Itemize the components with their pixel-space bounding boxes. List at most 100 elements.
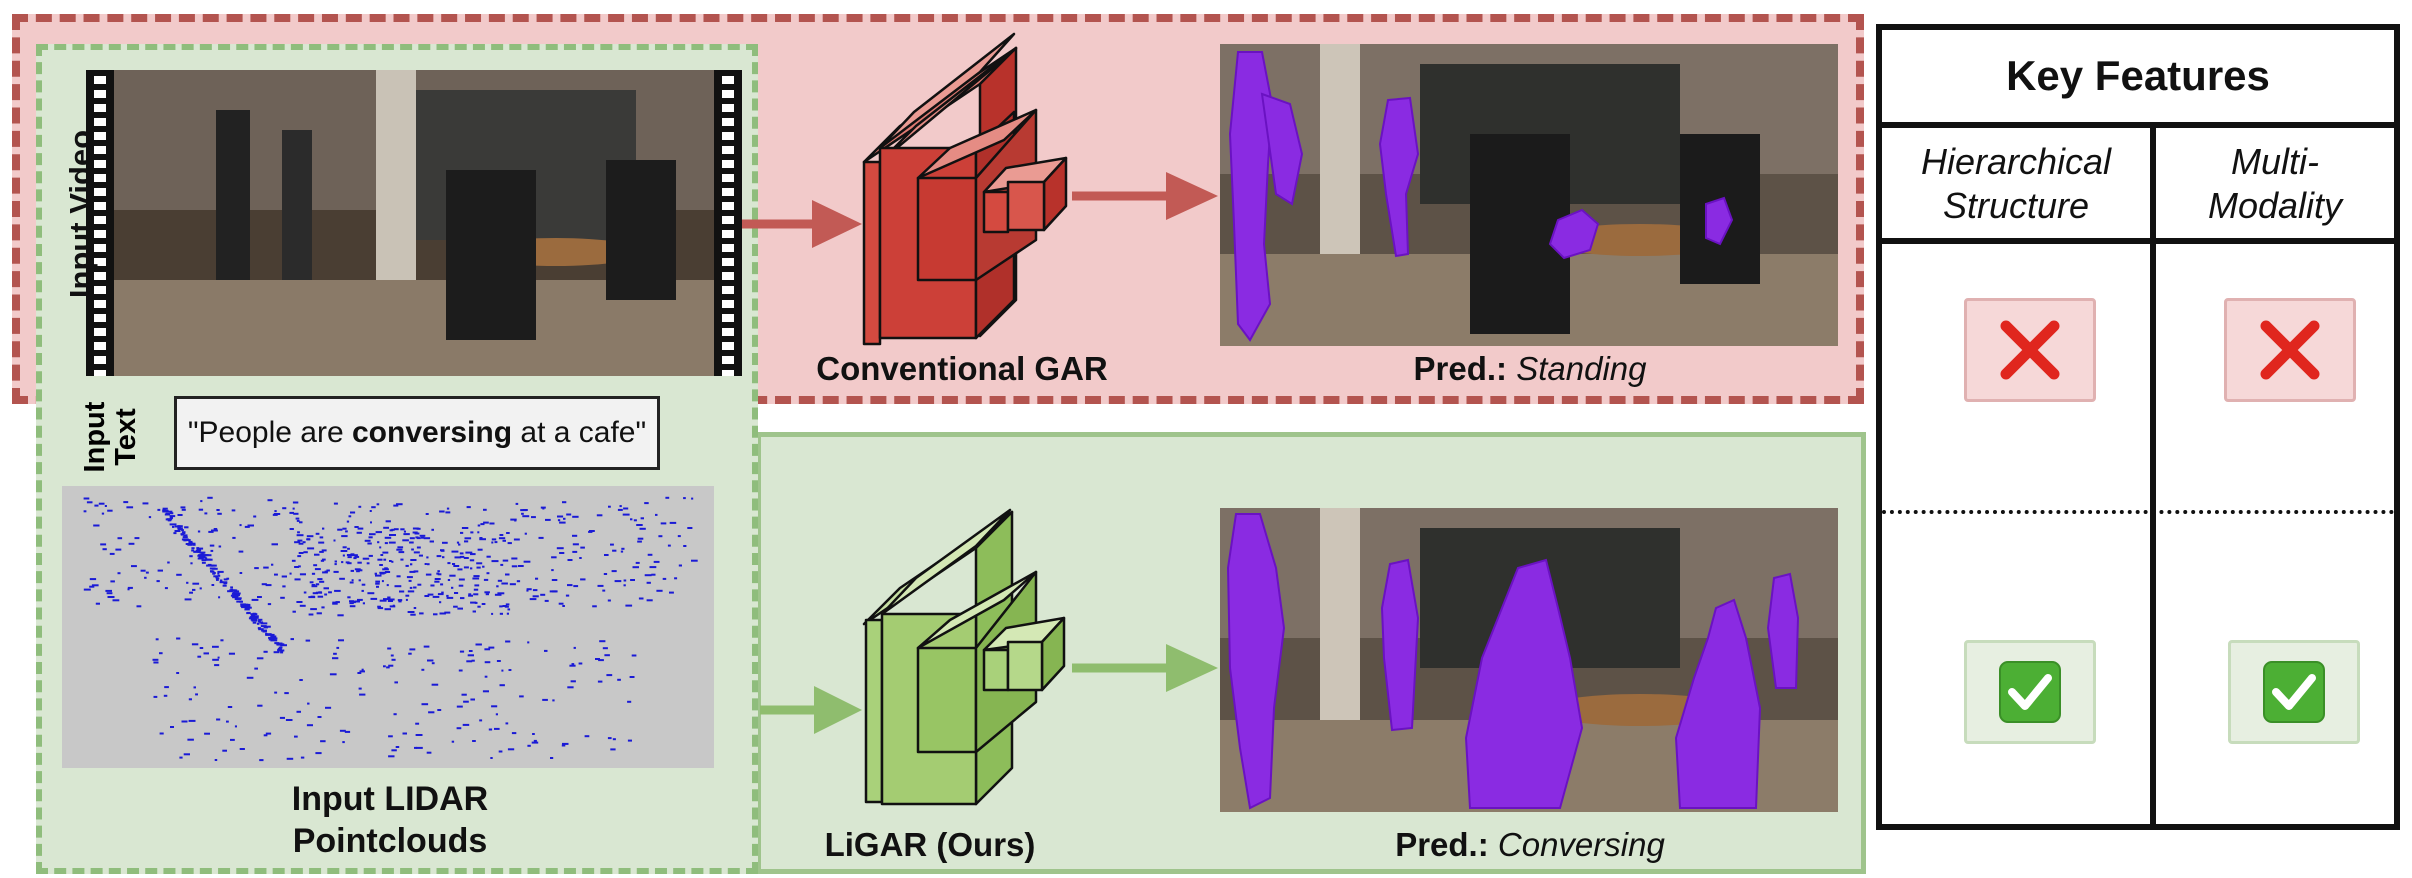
- lidar-point: [550, 757, 554, 759]
- film-hole: [94, 216, 106, 224]
- lidar-point: [181, 720, 188, 723]
- lidar-point: [523, 560, 531, 563]
- film-hole: [722, 286, 734, 294]
- lidar-point: [239, 524, 242, 527]
- lidar-point: [572, 550, 578, 553]
- lidar-point: [599, 640, 606, 643]
- lidar-point: [188, 542, 191, 545]
- lidar-point: [646, 599, 653, 602]
- lidar-point: [604, 554, 609, 556]
- lidar-point: [419, 612, 424, 615]
- lidar-point: [166, 518, 173, 521]
- lidar-point: [91, 584, 99, 587]
- lidar-point: [126, 506, 134, 509]
- lidar-point: [413, 586, 417, 589]
- lidar-point: [274, 691, 278, 694]
- lidar-point: [269, 637, 276, 640]
- film-hole: [722, 230, 734, 238]
- lidar-point: [186, 581, 189, 584]
- lidar-point: [201, 559, 207, 562]
- lidar-point: [164, 513, 170, 516]
- lidar-point: [464, 540, 469, 543]
- lidar-point: [462, 723, 470, 726]
- lidar-point: [303, 551, 308, 554]
- lidar-point: [458, 543, 461, 546]
- lidar-point: [388, 598, 395, 601]
- lidar-point: [188, 719, 196, 722]
- lidar-point: [608, 505, 611, 508]
- lidar-point: [189, 555, 193, 558]
- lidar-point: [236, 593, 240, 596]
- lidar-point: [336, 646, 340, 649]
- lidar-point: [596, 514, 603, 517]
- lidar-point: [198, 508, 204, 511]
- lidar-point: [326, 569, 330, 572]
- lidar-point: [246, 676, 254, 679]
- lidar-point: [254, 667, 258, 670]
- lidar-point: [311, 572, 316, 575]
- lidar-point: [505, 603, 510, 606]
- lidar-point: [282, 585, 286, 588]
- lidar-point: [573, 646, 576, 649]
- lidar-point: [342, 527, 347, 530]
- lidar-point: [612, 738, 616, 741]
- lidar-point: [222, 584, 227, 587]
- segmentation-masks-bottom: [1226, 513, 1800, 810]
- lidar-point: [499, 534, 504, 536]
- lidar-point: [240, 605, 248, 607]
- lidar-point: [391, 528, 395, 531]
- lidar-point: [311, 584, 316, 586]
- lidar-point: [277, 649, 285, 652]
- lidar-point: [222, 749, 227, 752]
- lidar-point: [294, 578, 301, 581]
- film-hole: [94, 356, 106, 364]
- lidar-point: [532, 733, 535, 735]
- lidar-point: [491, 612, 494, 615]
- lidar-point: [270, 633, 275, 636]
- lidar-point: [197, 530, 201, 533]
- lidar-point: [195, 693, 198, 696]
- lidar-point: [409, 537, 415, 540]
- lidar-point: [270, 635, 277, 638]
- lidar-point: [384, 542, 388, 545]
- lidar-point: [375, 580, 380, 583]
- lidar-point: [405, 594, 410, 597]
- lidar-point: [181, 529, 184, 532]
- lidar-point: [477, 531, 480, 534]
- lidar-point: [437, 593, 444, 596]
- lidar-point: [631, 654, 637, 657]
- lidar-point: [316, 612, 322, 615]
- pred-top-prefix: Pred.:: [1413, 350, 1508, 387]
- lidar-point: [309, 581, 314, 584]
- lidar-point: [544, 599, 549, 602]
- lidar-point: [223, 582, 226, 585]
- lidar-point: [562, 742, 569, 745]
- lidar-point: [258, 618, 263, 621]
- lidar-point: [257, 620, 261, 623]
- lidar-point: [321, 606, 325, 609]
- lidar-point: [334, 560, 337, 563]
- lidar-point: [332, 601, 336, 604]
- lidar-point: [168, 519, 172, 522]
- lidar-point: [342, 741, 345, 744]
- lidar-point: [459, 650, 465, 653]
- film-hole: [94, 188, 106, 196]
- lidar-point: [299, 573, 306, 576]
- lidar-point: [169, 523, 177, 526]
- lidar-point: [426, 556, 429, 559]
- lidar-point: [427, 563, 430, 566]
- lidar-point: [463, 557, 469, 559]
- lidar-point: [403, 530, 406, 533]
- lidar-point: [296, 601, 303, 603]
- lidar-point: [656, 589, 663, 592]
- lidar-point: [277, 648, 282, 650]
- lidar-point: [194, 550, 201, 553]
- lidar-point: [236, 600, 242, 603]
- lidar-point: [340, 550, 348, 552]
- lidar-point: [467, 654, 474, 657]
- lidar-point: [578, 662, 583, 665]
- lidar-point: [437, 709, 442, 711]
- lidar-point: [181, 531, 186, 534]
- lidar-point: [376, 585, 379, 588]
- lidar-point: [256, 657, 264, 660]
